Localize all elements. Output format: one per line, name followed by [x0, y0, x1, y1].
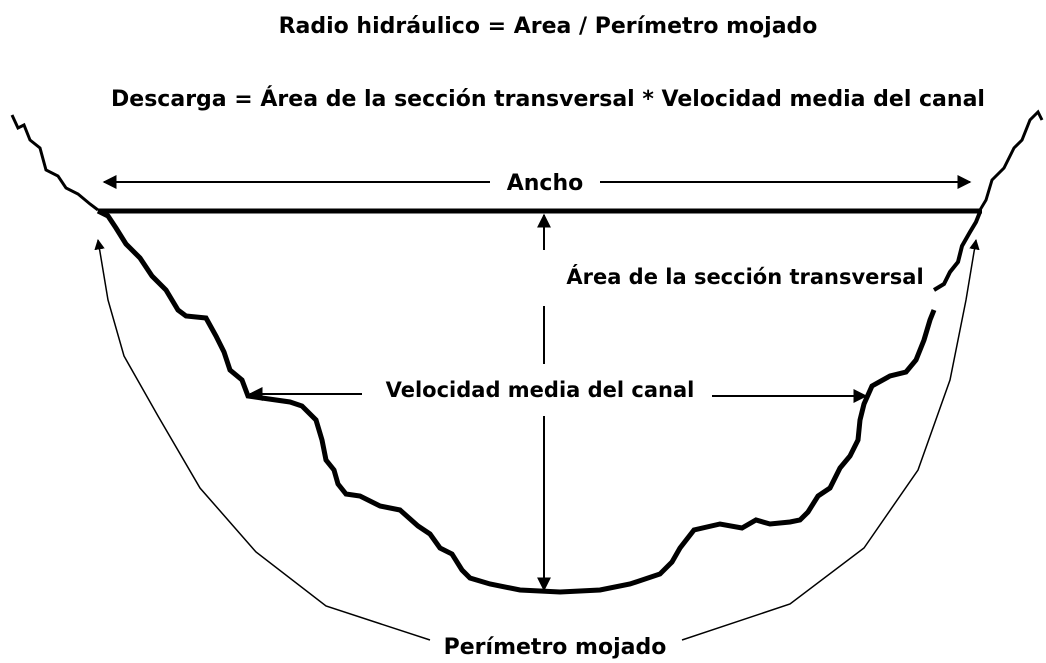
wetted-perimeter-left-arrow — [94, 238, 431, 641]
width-label: Ancho — [507, 171, 584, 196]
left-bank-line — [10, 114, 99, 212]
hydraulic-radius-formula: Radio hidráulico = Area / Perímetro moja… — [279, 14, 818, 39]
cross-section-area-label: Área de la sección transversal — [566, 264, 923, 289]
right-bank-line — [978, 109, 1044, 211]
channel-bed-line — [96, 208, 937, 595]
mean-velocity-label: Velocidad media del canal — [386, 378, 695, 402]
discharge-formula: Descarga = Área de la sección transversa… — [111, 86, 985, 112]
right-bed-upper-line — [932, 211, 982, 292]
wetted-perimeter-right-arrow — [681, 238, 980, 641]
wetted-perimeter-label: Perímetro mojado — [444, 635, 667, 660]
